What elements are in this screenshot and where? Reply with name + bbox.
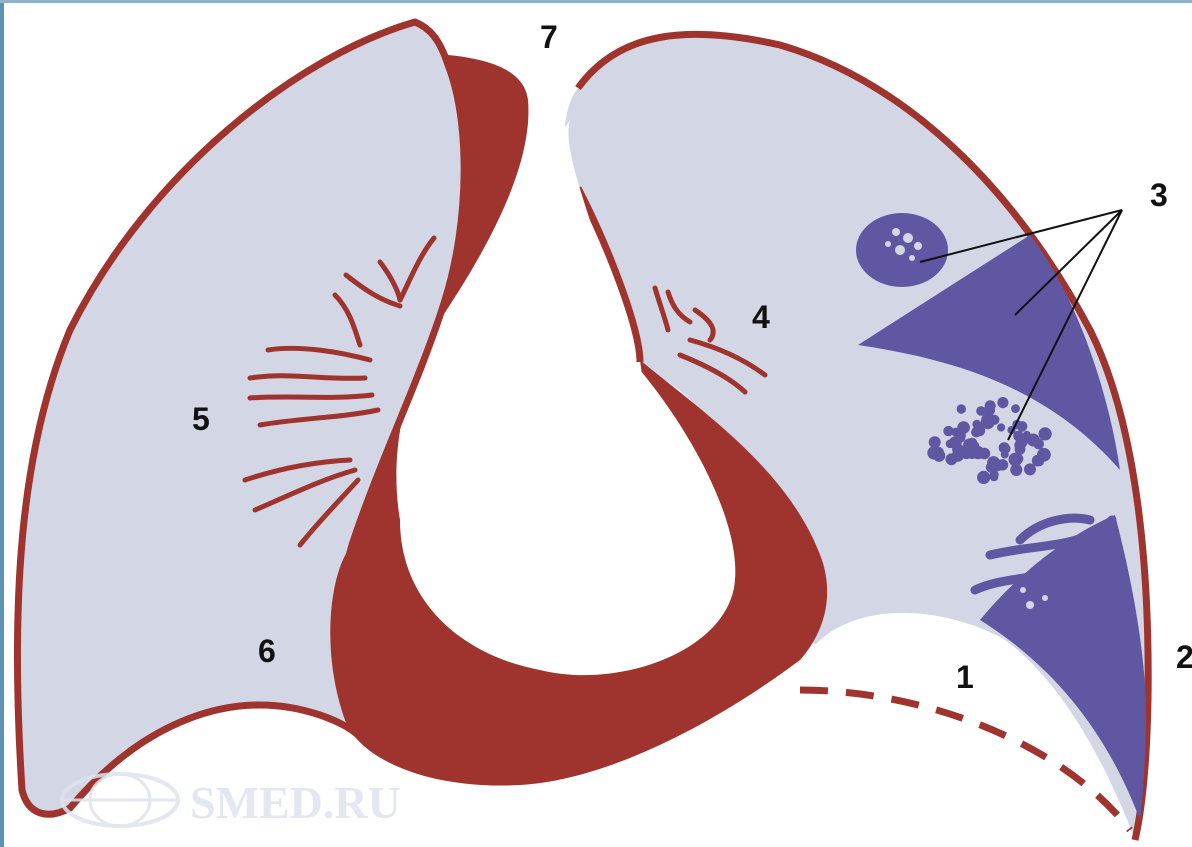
label-5: 5 bbox=[192, 401, 210, 437]
nodule-dot bbox=[957, 421, 970, 434]
label-2: 2 bbox=[1176, 639, 1192, 675]
nodule-dot bbox=[987, 456, 1000, 469]
nodule-dot bbox=[1035, 457, 1044, 466]
watermark: SMED.RU bbox=[62, 774, 401, 828]
nodule-dot bbox=[1015, 444, 1026, 455]
label-1: 1 bbox=[956, 659, 974, 695]
top-frame-edge bbox=[0, 0, 1192, 3]
nodule-dot bbox=[1039, 427, 1052, 440]
watermark-text: SMED.RU bbox=[190, 777, 401, 828]
nodule-dot bbox=[1030, 436, 1039, 445]
label-4: 4 bbox=[752, 299, 770, 335]
globe-logo-icon bbox=[62, 774, 178, 826]
nodule-dot bbox=[997, 397, 1008, 408]
nodule-dot bbox=[976, 406, 986, 416]
nodule-dot bbox=[977, 471, 990, 484]
nodule-dot bbox=[1023, 431, 1031, 439]
nodule-dot bbox=[985, 400, 996, 411]
nodule-dot bbox=[1010, 464, 1022, 476]
nodule-dot bbox=[997, 423, 1005, 431]
nodule-dot bbox=[957, 404, 966, 413]
label-7: 7 bbox=[540, 19, 558, 55]
nodule-dot bbox=[975, 423, 984, 432]
label-6: 6 bbox=[258, 633, 276, 669]
nodule-dot bbox=[966, 447, 978, 459]
label-3: 3 bbox=[1150, 177, 1168, 213]
nodule-dot bbox=[1017, 421, 1028, 432]
nodule-dot bbox=[957, 434, 965, 442]
nodule-dot bbox=[943, 426, 953, 436]
nodule-dot bbox=[1024, 463, 1036, 475]
nodule-dot bbox=[990, 473, 999, 482]
nodule-dot bbox=[1011, 404, 1020, 413]
nodule-dot bbox=[952, 450, 964, 462]
nodule-dot bbox=[1001, 444, 1010, 453]
left-frame-edge bbox=[0, 0, 4, 847]
nodule-dot bbox=[1013, 454, 1023, 464]
nodule-dot bbox=[979, 448, 991, 460]
nodule-dot bbox=[933, 449, 945, 461]
